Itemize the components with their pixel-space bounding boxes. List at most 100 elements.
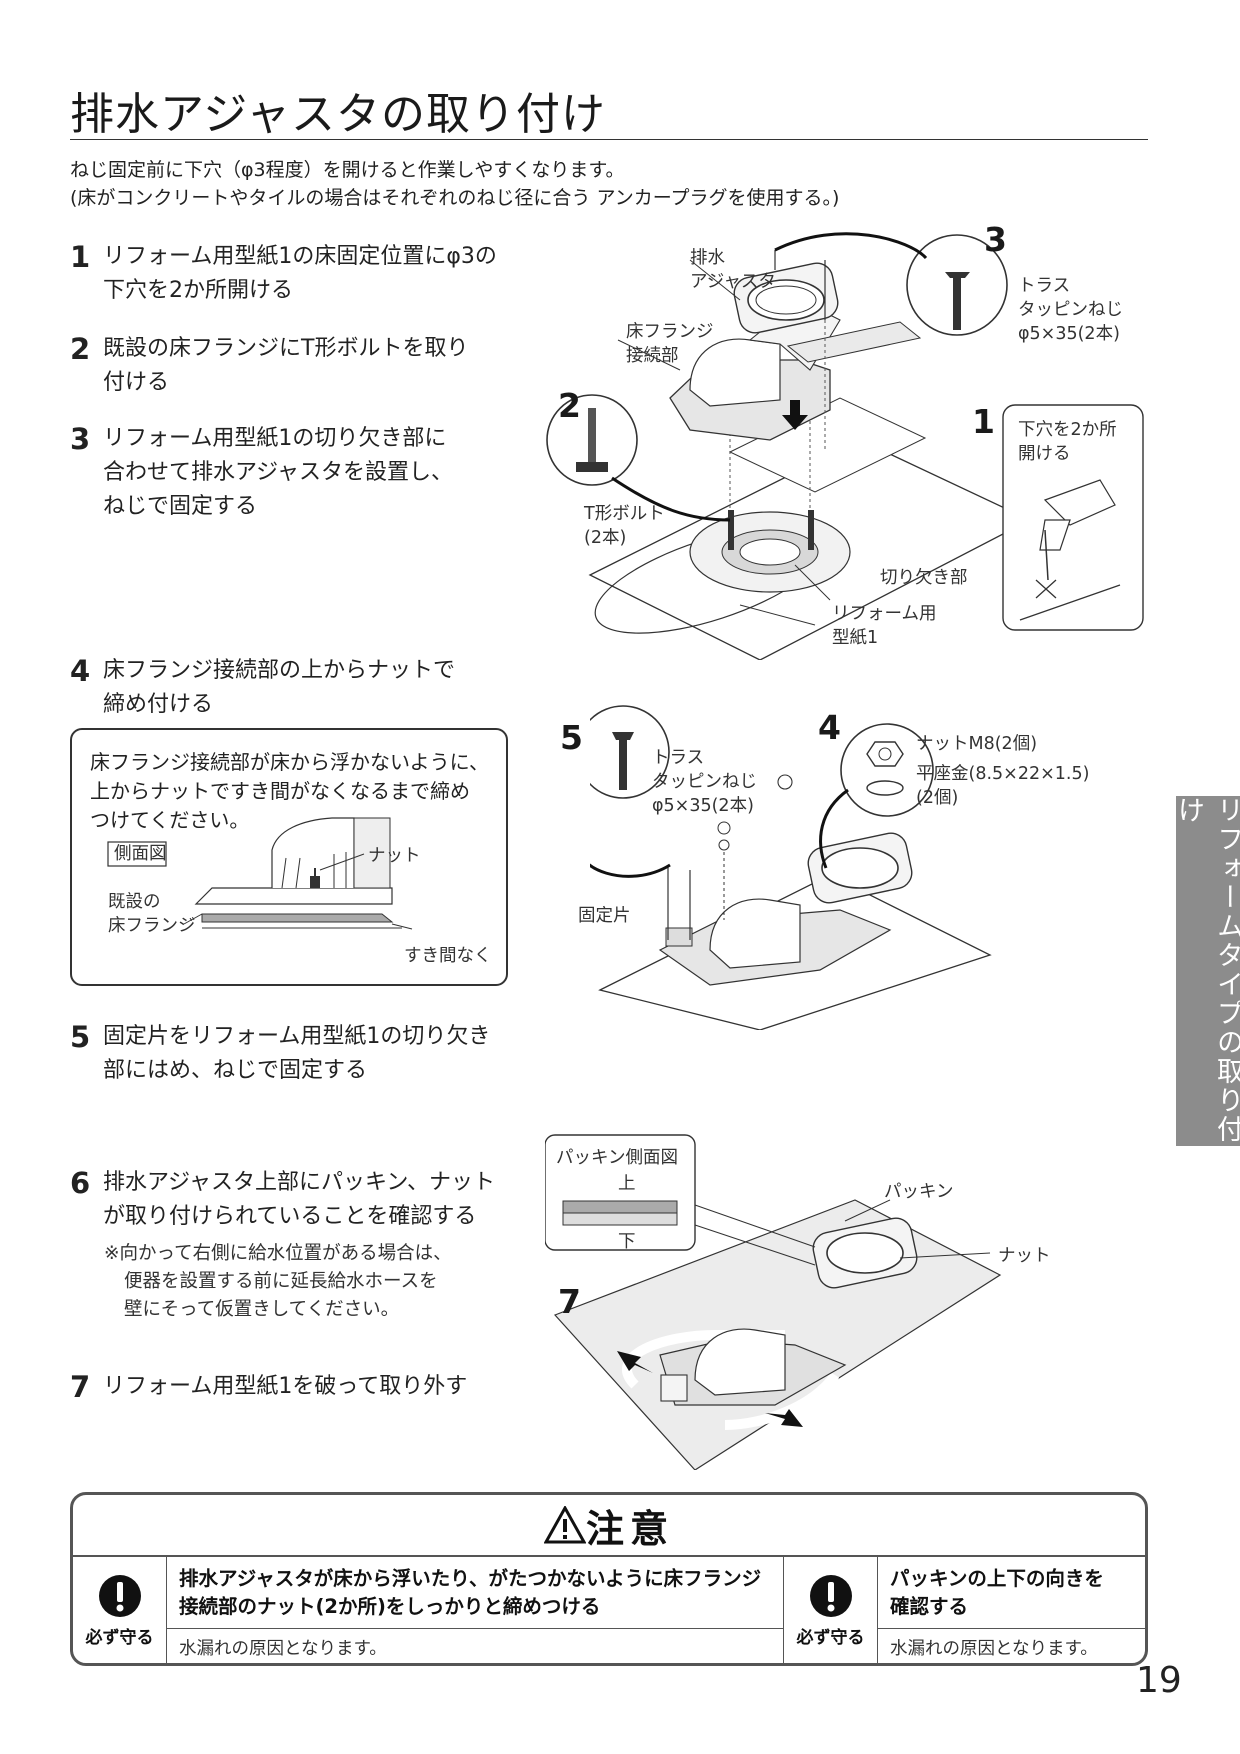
heading-line: 排水アジャスタが床から浮いたり、がたつかないように床フランジ	[179, 1567, 762, 1590]
exclamation-icon	[809, 1575, 852, 1617]
step-6: 6 排水アジャスタ上部にパッキン、ナット が取り付けられていることを確認する	[70, 1166, 540, 1234]
label-line: 床フランジ	[626, 322, 714, 342]
screw-spec-label: トラス タッピンねじ φ5×35(2本)	[1018, 274, 1123, 346]
step-number: 4	[70, 654, 91, 688]
caution-item-1: 排水アジャスタが床から浮いたり、がたつかないように床フランジ 接続部のナット(2…	[167, 1555, 784, 1663]
step-text-line: 合わせて排水アジャスタを設置し、	[103, 460, 454, 485]
label-line: 排水	[690, 248, 725, 268]
step-text-line: 既設の床フランジにT形ボルトを取り	[103, 336, 469, 361]
label-line: 既設の	[108, 892, 161, 912]
adjuster-label: 排水 アジャスタ	[690, 246, 776, 294]
step-number: 5	[70, 1020, 91, 1054]
label-line: 平座金(8.5×22×1.5)	[916, 764, 1090, 784]
caution-item-2-icon-cell: 必ず守る	[784, 1555, 878, 1663]
step-text-line: 付ける	[103, 370, 170, 395]
step-6-note: ※向かって右側に給水位置がある場合は、 便器を設置する前に延長給水ホースを 壁に…	[104, 1240, 452, 1324]
figure-steps-4-5	[590, 705, 992, 1030]
fig1-step-2-marker: 2	[558, 386, 581, 425]
existing-flange-label: 既設の 床フランジ	[108, 890, 196, 938]
t-bolt-label: T形ボルト (2本)	[584, 502, 665, 550]
caution-header: 注意	[73, 1495, 1145, 1557]
warning-triangle-icon	[543, 1506, 586, 1544]
heading-line: 確認する	[890, 1595, 969, 1618]
heading-line: パッキンの上下の向きを	[890, 1567, 1104, 1590]
label-line: アジャスタ	[690, 272, 776, 292]
caution-item-heading: パッキンの上下の向きを 確認する	[878, 1555, 1145, 1621]
step-2: 2 既設の床フランジにT形ボルトを取り 付ける	[70, 332, 540, 400]
step-text-line: 締め付ける	[103, 692, 214, 717]
step-text-line: 床フランジ接続部の上からナットで	[103, 658, 456, 683]
title-divider	[70, 139, 1148, 140]
label-line: 床フランジ	[108, 916, 196, 936]
caution-box: 注意 必ず守る 排水アジャスタが床から浮いたり、がたつかないように床フランジ 接…	[70, 1492, 1148, 1666]
tightening-note-text: 床フランジ接続部が床から浮かないように、 上からナットですき間がなくなるまで締め…	[90, 748, 500, 835]
step-3: 3 リフォーム用型紙1の切り欠き部に 合わせて排水アジャスタを設置し、 ねじで固…	[70, 422, 540, 524]
fig3-step-7-marker: 7	[558, 1282, 581, 1321]
packing-down-label: 下	[618, 1232, 636, 1252]
figure-steps-1-3	[546, 232, 1144, 660]
figure-steps-6-7	[545, 1134, 1002, 1470]
note-line: 上からナットですき間がなくなるまで締め	[90, 779, 470, 803]
label-line: 下穴を2か所	[1018, 420, 1117, 440]
step-number: 1	[70, 240, 91, 274]
fig2-step-5-marker: 5	[560, 718, 583, 757]
note-line: つけてください。	[90, 808, 250, 832]
intro-text: ねじ固定前に下穴（φ3程度）を開けると作業しやすくなります。 (床がコンクリート…	[70, 156, 839, 212]
caution-item-heading: 排水アジャスタが床から浮いたり、がたつかないように床フランジ 接続部のナット(2…	[167, 1555, 783, 1621]
label-line: T形ボルト	[584, 504, 665, 524]
nut-label: ナット	[368, 846, 421, 866]
step-number: 3	[70, 422, 91, 456]
step-text-line: 部にはめ、ねじで固定する	[103, 1058, 368, 1083]
step-1: 1 リフォーム用型紙1の床固定位置にφ3の 下穴を2か所開ける	[70, 240, 540, 308]
step-text-line: ねじで固定する	[103, 494, 258, 519]
nut-spec-label: ナットM8(2個)	[916, 734, 1038, 754]
fig1-step-3-marker: 3	[984, 220, 1007, 259]
step-text-line: リフォーム用型紙1の切り欠き部に	[103, 426, 447, 451]
step-7: 7 リフォーム用型紙1を破って取り外す	[70, 1370, 540, 1404]
intro-line-1: ねじ固定前に下穴（φ3程度）を開けると作業しやすくなります。	[70, 159, 625, 181]
caution-title: 注意	[585, 1506, 674, 1551]
caution-item-reason: 水漏れの原因となります。	[167, 1628, 783, 1663]
note-line: 便器を設置する前に延長給水ホースを	[124, 1271, 438, 1292]
label-line: トラス	[1018, 276, 1071, 296]
side-view-label: 側面図	[114, 844, 167, 864]
label-line: 開ける	[1018, 444, 1071, 464]
step-text-line: リフォーム用型紙1を破って取り外す	[103, 1374, 468, 1399]
note-line: 床フランジ接続部が床から浮かないように、	[90, 750, 489, 774]
packing-up-label: 上	[618, 1174, 636, 1194]
packing-label: パッキン	[884, 1182, 954, 1202]
step-text-line: 下穴を2か所開ける	[103, 278, 293, 303]
intro-line-2: (床がコンクリートやタイルの場合はそれぞれのねじ径に合う アンカープラグを使用す…	[70, 187, 840, 209]
label-line: 型紙1	[832, 628, 879, 648]
label-line: (2本)	[584, 528, 627, 548]
template-label: リフォーム用 型紙1	[832, 602, 936, 650]
packing-view-title: パッキン側面図	[556, 1148, 678, 1168]
screw-spec-label: トラス タッピンねじ φ5×35(2本)	[652, 746, 757, 818]
caution-item-1-icon-cell: 必ず守る	[73, 1555, 167, 1663]
flange-joint-label: 床フランジ 接続部	[626, 320, 714, 368]
label-line: タッピンねじ	[652, 772, 757, 792]
step-number: 6	[70, 1166, 91, 1200]
notch-label: 切り欠き部	[880, 568, 968, 588]
step-4: 4 床フランジ接続部の上からナットで 締め付ける	[70, 654, 540, 722]
must-follow-label: 必ず守る	[796, 1628, 865, 1648]
must-follow-label: 必ず守る	[85, 1628, 154, 1648]
label-line: φ5×35(2本)	[1018, 324, 1120, 344]
exclamation-icon	[98, 1575, 141, 1617]
step-text-line: リフォーム用型紙1の床固定位置にφ3の	[103, 244, 497, 269]
note-line: ※向かって右側に給水位置がある場合は、	[104, 1243, 452, 1264]
nut-label: ナット	[998, 1246, 1051, 1266]
drill-hole-label: 下穴を2か所 開ける	[1018, 418, 1117, 466]
caution-item-reason: 水漏れの原因となります。	[878, 1628, 1145, 1663]
washer-spec-label: 平座金(8.5×22×1.5) (2個)	[916, 762, 1089, 810]
fixer-label: 固定片	[578, 906, 631, 926]
label-line: タッピンねじ	[1018, 300, 1123, 320]
label-line: リフォーム用	[832, 604, 937, 624]
page-title: 排水アジャスタの取り付け	[70, 89, 607, 140]
label-line: (2個)	[916, 788, 959, 808]
fig2-step-4-marker: 4	[818, 708, 841, 747]
step-5: 5 固定片をリフォーム用型紙1の切り欠き 部にはめ、ねじで固定する	[70, 1020, 540, 1088]
step-number: 7	[70, 1370, 91, 1404]
caution-item-2: パッキンの上下の向きを 確認する 水漏れの原因となります。	[878, 1555, 1145, 1663]
section-side-tab: リフォームタイプの取り付け	[1173, 796, 1240, 1146]
